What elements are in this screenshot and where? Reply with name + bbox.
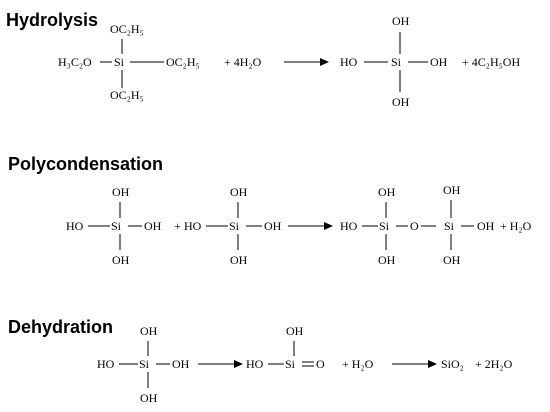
hydro-product-top-oh: OH: [392, 14, 410, 28]
dehydration-title: Dehydration: [8, 317, 114, 337]
dehy-silanol: OH HO Si OH OH: [97, 324, 190, 405]
poly-prod-left-ho: HO: [340, 219, 358, 233]
dehy-plus-water: + H₂O: [342, 357, 374, 371]
poly-s2-left-ho: HO: [184, 219, 202, 233]
poly-silanol-2: OH HO Si OH OH: [184, 185, 282, 267]
poly-s1-top-oh: OH: [112, 185, 130, 199]
dehy-p-si: Si: [285, 357, 296, 371]
poly-s1-si: Si: [111, 219, 122, 233]
poly-s1-bottom-oh: OH: [112, 253, 130, 267]
hydro-reactant-si: Si: [114, 55, 125, 69]
dehy-p-left-ho: HO: [246, 357, 264, 371]
poly-s2-top-oh: OH: [230, 185, 248, 199]
dehy-p-double-o: O: [316, 357, 325, 371]
poly-prod-si1-bottom-oh: OH: [378, 253, 396, 267]
dehy-s-left-ho: HO: [97, 357, 115, 371]
dehy-arrow-2-head: [428, 360, 437, 368]
poly-s2-si: Si: [229, 219, 240, 233]
poly-plus: +: [174, 219, 181, 233]
dehy-s-bottom-oh: OH: [140, 391, 158, 405]
hydro-reactant-right-group: OC₂H₅: [166, 55, 200, 69]
poly-s1-right-oh: OH: [144, 219, 162, 233]
hydro-product-left-ho: HO: [340, 55, 358, 69]
poly-prod-right-oh: OH: [477, 219, 495, 233]
dehy-silicic-acid: OH HO Si O: [246, 324, 325, 371]
hydro-reagent: + 4H₂O: [224, 55, 262, 69]
poly-prod-si2-top-oh: OH: [443, 183, 461, 197]
hydro-product-si: Si: [391, 55, 402, 69]
hydrolysis-reactant: OC₂H₅ H₃C₂O Si OC₂H₅ OC₂H₅: [58, 22, 200, 102]
dehy-arrow-1-head: [234, 360, 243, 368]
hydro-byproduct: + 4C₂H₅OH: [462, 55, 520, 69]
hydro-reactant-left-group: H₃C₂O: [58, 55, 92, 69]
dehy-p-top-oh: OH: [286, 324, 304, 338]
poly-prod-si1-top-oh: OH: [378, 185, 396, 199]
dehy-s-si: Si: [139, 357, 150, 371]
dehy-plus-water-2: + 2H₂O: [475, 357, 513, 371]
poly-silanol-1: OH HO Si OH OH: [66, 185, 162, 267]
hydrolysis-title: Hydrolysis: [6, 10, 99, 30]
poly-water: + H₂O: [500, 219, 532, 233]
dehy-silica: SiO₂: [441, 357, 464, 371]
poly-arrow-head: [324, 222, 333, 230]
poly-prod-bridge-o: O: [410, 219, 419, 233]
polycondensation-title: Polycondensation: [8, 154, 164, 174]
poly-s2-right-oh: OH: [264, 219, 282, 233]
poly-s1-left-ho: HO: [66, 219, 84, 233]
hydrolysis-product: OH HO Si OH OH: [340, 14, 448, 109]
hydro-product-bottom-oh: OH: [392, 95, 410, 109]
poly-prod-si1: Si: [379, 219, 390, 233]
hydro-reactant-bottom-group: OC₂H₅: [110, 88, 144, 102]
hydro-reactant-top-group: OC₂H₅: [110, 22, 144, 36]
hydro-arrow-head: [320, 58, 329, 66]
poly-s2-bottom-oh: OH: [230, 253, 248, 267]
poly-prod-si2-bottom-oh: OH: [443, 253, 461, 267]
hydro-product-right-oh: OH: [430, 55, 448, 69]
poly-disiloxane: HO OH Si OH O OH Si OH OH: [340, 183, 495, 267]
dehy-s-top-oh: OH: [140, 324, 158, 338]
dehy-s-right-oh: OH: [172, 357, 190, 371]
poly-prod-si2: Si: [444, 219, 455, 233]
